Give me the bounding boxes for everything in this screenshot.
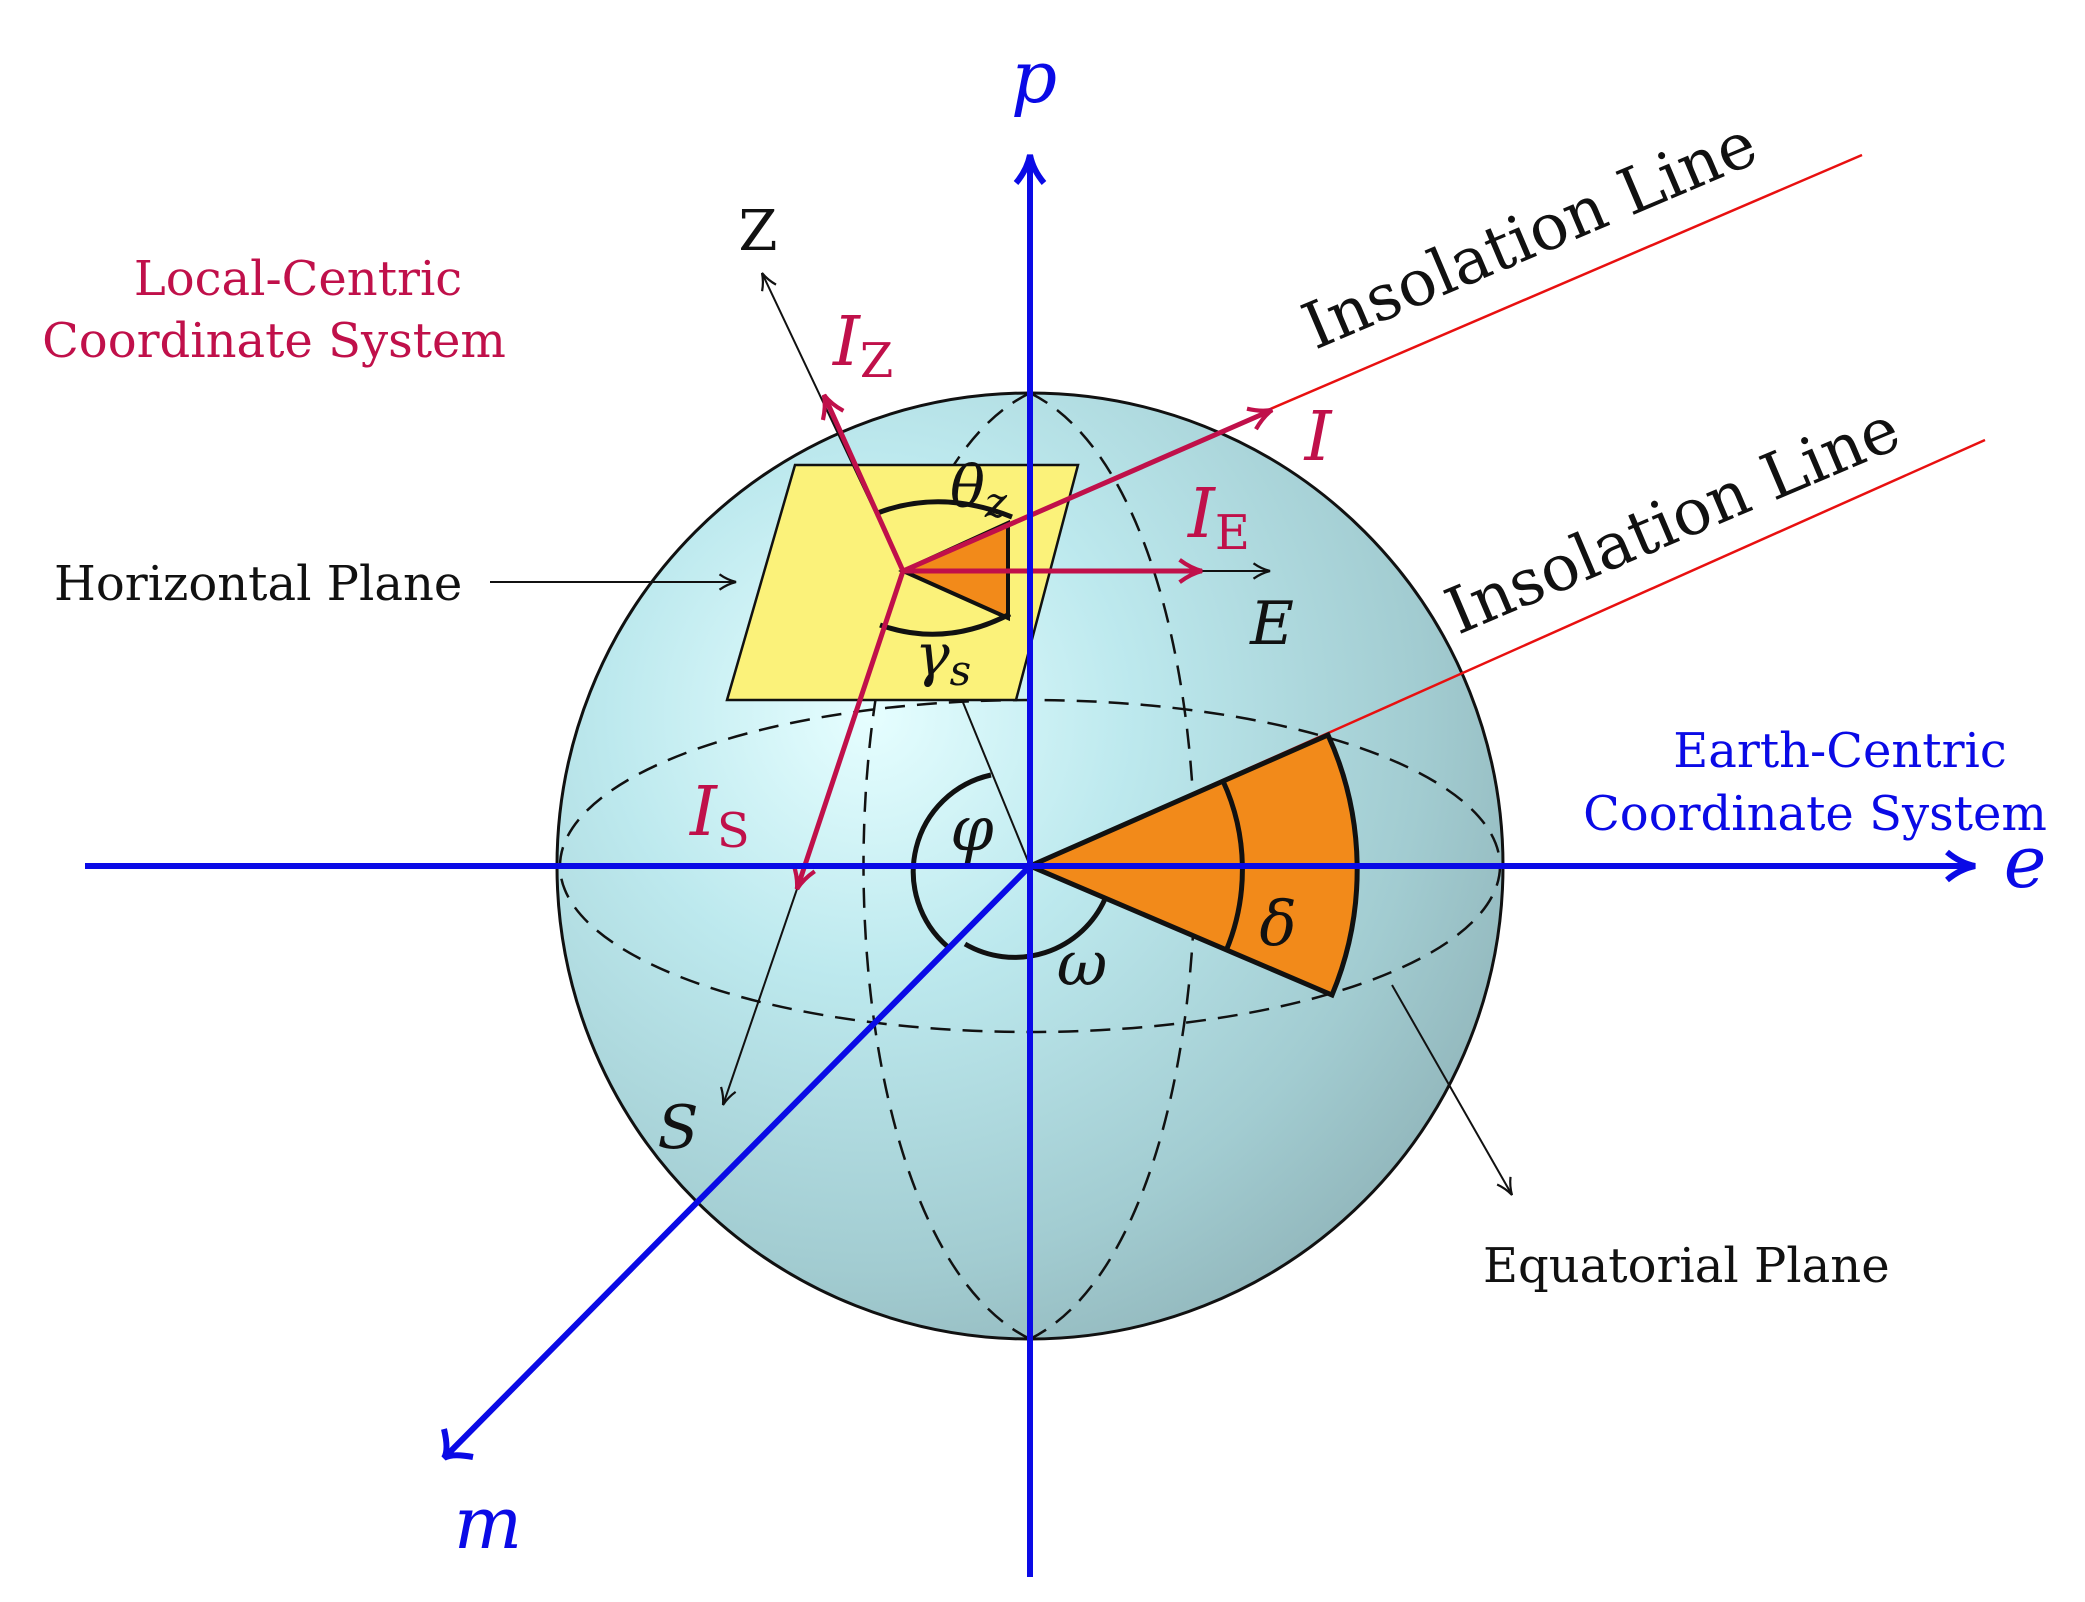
insolation-line-upper	[1267, 153, 1863, 412]
vector-IZ-sub: Z	[860, 333, 893, 389]
m-axis-label: m	[454, 1481, 522, 1565]
horizontal-plane	[725, 463, 1080, 702]
theta-z-label: θz	[950, 453, 1008, 527]
earth-system-label-line2: Coordinate System	[1583, 786, 2047, 842]
local-system-label-line1: Local-Centric	[134, 251, 462, 307]
vector-I	[902, 406, 1274, 574]
omega-label: ω	[1057, 927, 1108, 1000]
gamma-angle-arc	[879, 611, 1012, 637]
local-system-label-line2: Coordinate System	[42, 313, 506, 369]
earth-system-label-line1: Earth-Centric	[1673, 723, 2007, 779]
phi-angle-arc	[910, 772, 992, 949]
gamma-main: γ	[915, 621, 950, 689]
e-axis-label: e	[2004, 820, 2047, 904]
theta-angle-arc	[874, 499, 1013, 520]
vector-IE-main: I	[1186, 475, 1216, 554]
vector-I-Z	[820, 393, 906, 573]
e-axis-arrowhead	[1945, 849, 1976, 883]
delta-label: δ	[1259, 887, 1296, 960]
vector-I-label: I	[1303, 398, 1333, 477]
horizontal-plane-label: Horizontal Plane	[54, 556, 462, 612]
vector-IZ-main: I	[831, 303, 861, 382]
gamma-s-label: γs	[915, 621, 971, 695]
gamma-sub: s	[950, 646, 972, 695]
z-axis-label: Z	[739, 199, 778, 264]
vector-IS-main: I	[688, 773, 718, 852]
m-axis	[441, 863, 1033, 1461]
vector-IE-label: IE	[1186, 475, 1250, 561]
m-axis-arrowhead	[441, 1428, 474, 1461]
vector-IS-label: IS	[688, 773, 750, 859]
vector-IZ-label: IZ	[831, 303, 893, 389]
omega-angle-arc	[963, 897, 1108, 960]
e-local-axis-label: E	[1249, 589, 1294, 659]
equatorial-plane-pointer	[1391, 984, 1514, 1196]
vector-I-S	[791, 570, 906, 891]
radius-to-plane	[961, 699, 1031, 867]
p-axis-label: p	[1011, 35, 1057, 119]
phi-label: φ	[950, 792, 994, 865]
vector-IS-sub: S	[717, 803, 750, 859]
theta-sub: z	[984, 478, 1008, 527]
insolation-line-label-upper: Insolation Line	[1292, 107, 1767, 365]
s-axis	[720, 888, 798, 1106]
p-axis-arrowhead	[1013, 154, 1047, 185]
s-axis-label: S	[657, 1093, 698, 1163]
insolation-line-label-lower: Insolation Line	[1435, 392, 1910, 650]
theta-main: θ	[950, 453, 985, 521]
equatorial-plane-label: Equatorial Plane	[1483, 1238, 1890, 1294]
vector-IE-sub: E	[1215, 505, 1250, 561]
